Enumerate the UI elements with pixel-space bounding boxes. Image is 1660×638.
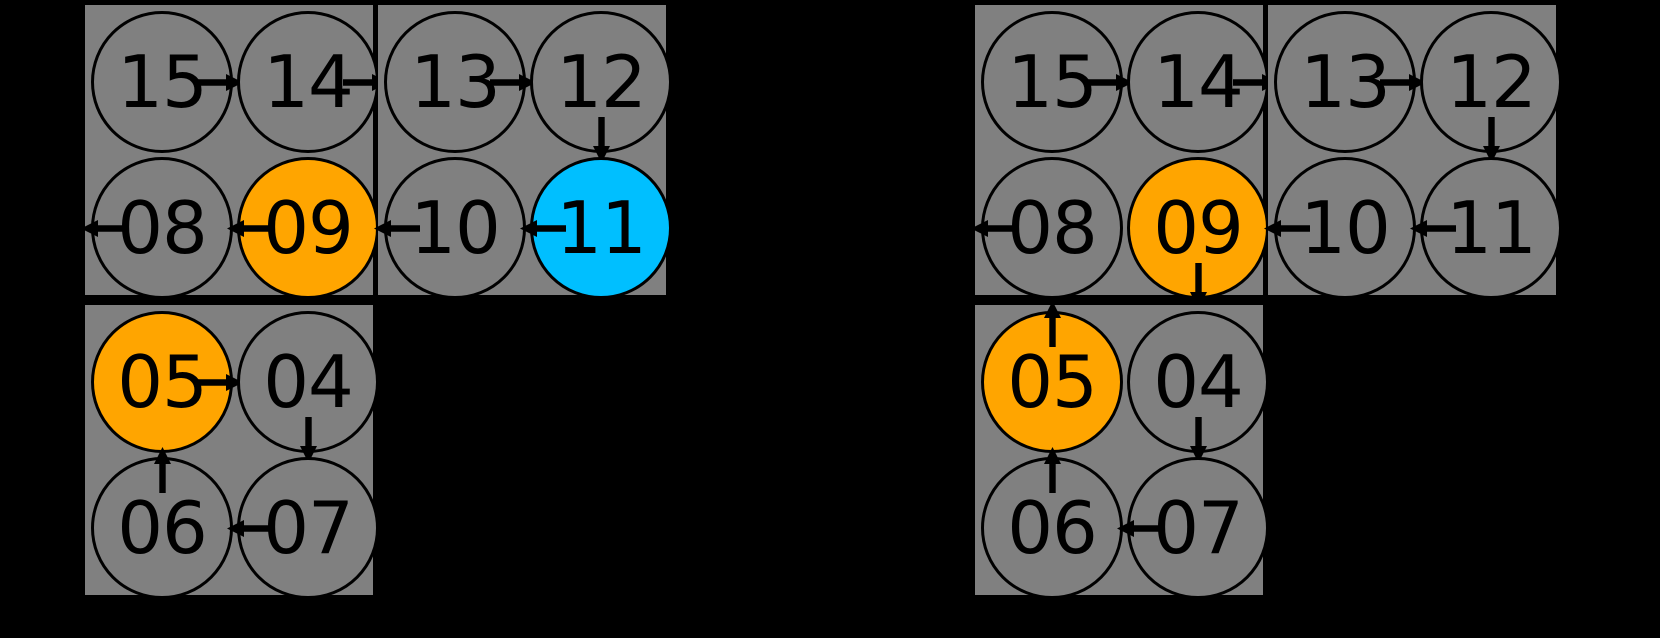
node-label: 08	[117, 186, 208, 270]
node-label: 07	[263, 486, 354, 570]
node-11[interactable]: 11	[530, 157, 672, 299]
node-label: 13	[1300, 40, 1391, 124]
node-15[interactable]: 15	[91, 11, 233, 153]
node-13[interactable]: 13	[384, 11, 526, 153]
node-label: 11	[1446, 186, 1537, 270]
node-label: 12	[556, 40, 647, 124]
node-label: 04	[263, 340, 354, 424]
node-05[interactable]: 05	[91, 311, 233, 453]
node-label: 15	[1007, 40, 1098, 124]
node-08[interactable]: 08	[981, 157, 1123, 299]
node-07[interactable]: 07	[237, 457, 379, 599]
node-08[interactable]: 08	[91, 157, 233, 299]
node-label: 05	[117, 340, 208, 424]
node-label: 11	[556, 186, 647, 270]
node-label: 14	[1153, 40, 1244, 124]
node-label: 10	[410, 186, 501, 270]
node-06[interactable]: 06	[981, 457, 1123, 599]
node-07[interactable]: 07	[1127, 457, 1269, 599]
node-group-left-bottom-left: 05 04 06 07	[85, 305, 379, 599]
node-label: 05	[1007, 340, 1098, 424]
node-09[interactable]: 09	[237, 157, 379, 299]
node-label: 06	[1007, 486, 1098, 570]
node-14[interactable]: 14	[1127, 11, 1269, 153]
node-09[interactable]: 09	[1127, 157, 1269, 299]
node-04[interactable]: 04	[237, 311, 379, 453]
node-label: 04	[1153, 340, 1244, 424]
node-group-right-top-right: 13 12 10 11	[1264, 5, 1562, 299]
node-13[interactable]: 13	[1274, 11, 1416, 153]
node-group-left-top-left: 15 14 08 09	[81, 5, 389, 299]
node-12[interactable]: 12	[530, 11, 672, 153]
node-05[interactable]: 05	[981, 311, 1123, 453]
node-10[interactable]: 10	[1274, 157, 1416, 299]
node-12[interactable]: 12	[1420, 11, 1562, 153]
node-label: 06	[117, 486, 208, 570]
node-label: 10	[1300, 186, 1391, 270]
node-label: 07	[1153, 486, 1244, 570]
node-group-right-top-left: 15 14 08 09	[971, 5, 1279, 309]
node-04[interactable]: 04	[1127, 311, 1269, 453]
node-label: 08	[1007, 186, 1098, 270]
node-14[interactable]: 14	[237, 11, 379, 153]
node-group-left-top-right: 13 12 10 11	[374, 5, 672, 299]
node-label: 15	[117, 40, 208, 124]
node-15[interactable]: 15	[981, 11, 1123, 153]
node-label: 09	[1153, 186, 1244, 270]
node-label: 13	[410, 40, 501, 124]
node-label: 14	[263, 40, 354, 124]
node-11[interactable]: 11	[1420, 157, 1562, 299]
node-label: 12	[1446, 40, 1537, 124]
node-10[interactable]: 10	[384, 157, 526, 299]
node-group-right-bottom-left: 05 04 06 07	[975, 301, 1269, 599]
node-06[interactable]: 06	[91, 457, 233, 599]
node-label: 09	[263, 186, 354, 270]
